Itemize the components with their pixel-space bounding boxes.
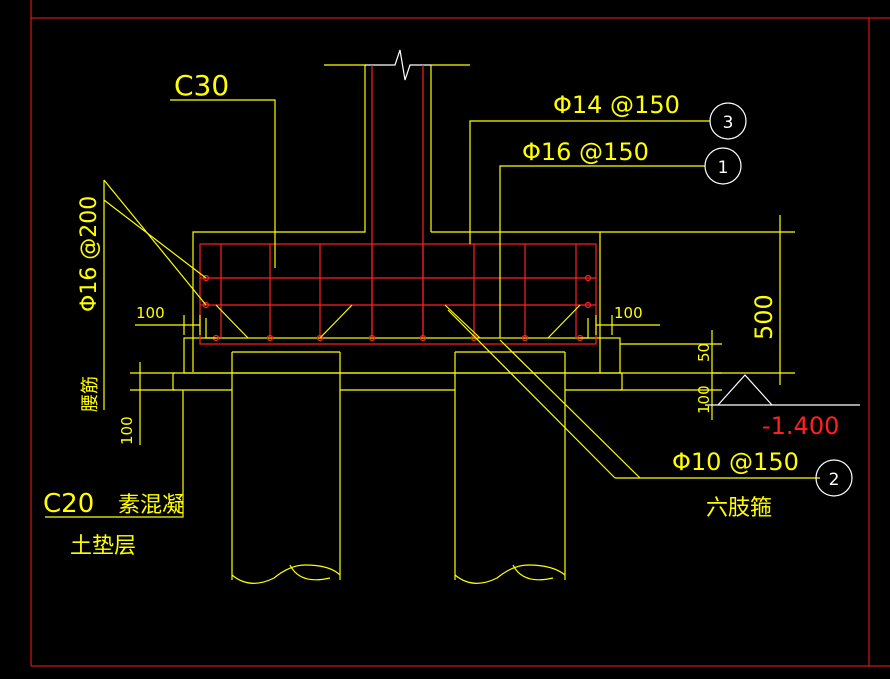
dim-right-cushion: 100 <box>695 385 713 414</box>
label-stirrup-note: 六肢箍 <box>706 496 772 521</box>
leaders <box>45 99 820 518</box>
dim-left-cover: 100 <box>136 304 165 322</box>
callout-3-number: 3 <box>723 113 734 133</box>
callout-1: 1 <box>704 147 742 185</box>
label-rebar-bottom: Φ16 @150 <box>522 138 649 166</box>
callout-3: 3 <box>709 102 747 140</box>
dim-cap-height: 500 <box>750 294 778 340</box>
dim-right-cover: 100 <box>614 304 643 322</box>
pile-cap <box>172 337 623 391</box>
label-c30: C30 <box>174 69 229 102</box>
callout-2-number: 2 <box>829 470 840 490</box>
elevation-marker <box>717 374 773 406</box>
pile-right <box>454 351 566 584</box>
break-symbol <box>365 49 431 81</box>
inner-bars <box>205 304 589 339</box>
label-rebar-side: Φ16 @200 <box>77 196 102 312</box>
pile-left <box>231 351 341 584</box>
rebar-cage <box>199 65 597 345</box>
label-stirrup: Φ10 @150 <box>672 448 799 476</box>
label-cushion-note: 土垫层 <box>70 534 136 559</box>
dimensions <box>130 215 860 445</box>
column <box>192 49 601 373</box>
label-cushion-material: 素混凝 <box>118 493 184 518</box>
callout-2: 2 <box>815 459 853 497</box>
callout-1-number: 1 <box>718 158 729 178</box>
label-c20: C20 <box>43 489 94 519</box>
elevation-text: -1.400 <box>762 412 839 440</box>
dim-left-cushion: 100 <box>118 416 136 445</box>
label-rebar-side-note: 腰筋 <box>80 376 101 412</box>
label-rebar-top: Φ14 @150 <box>553 91 680 119</box>
dim-bottom-offset: 50 <box>695 343 713 362</box>
